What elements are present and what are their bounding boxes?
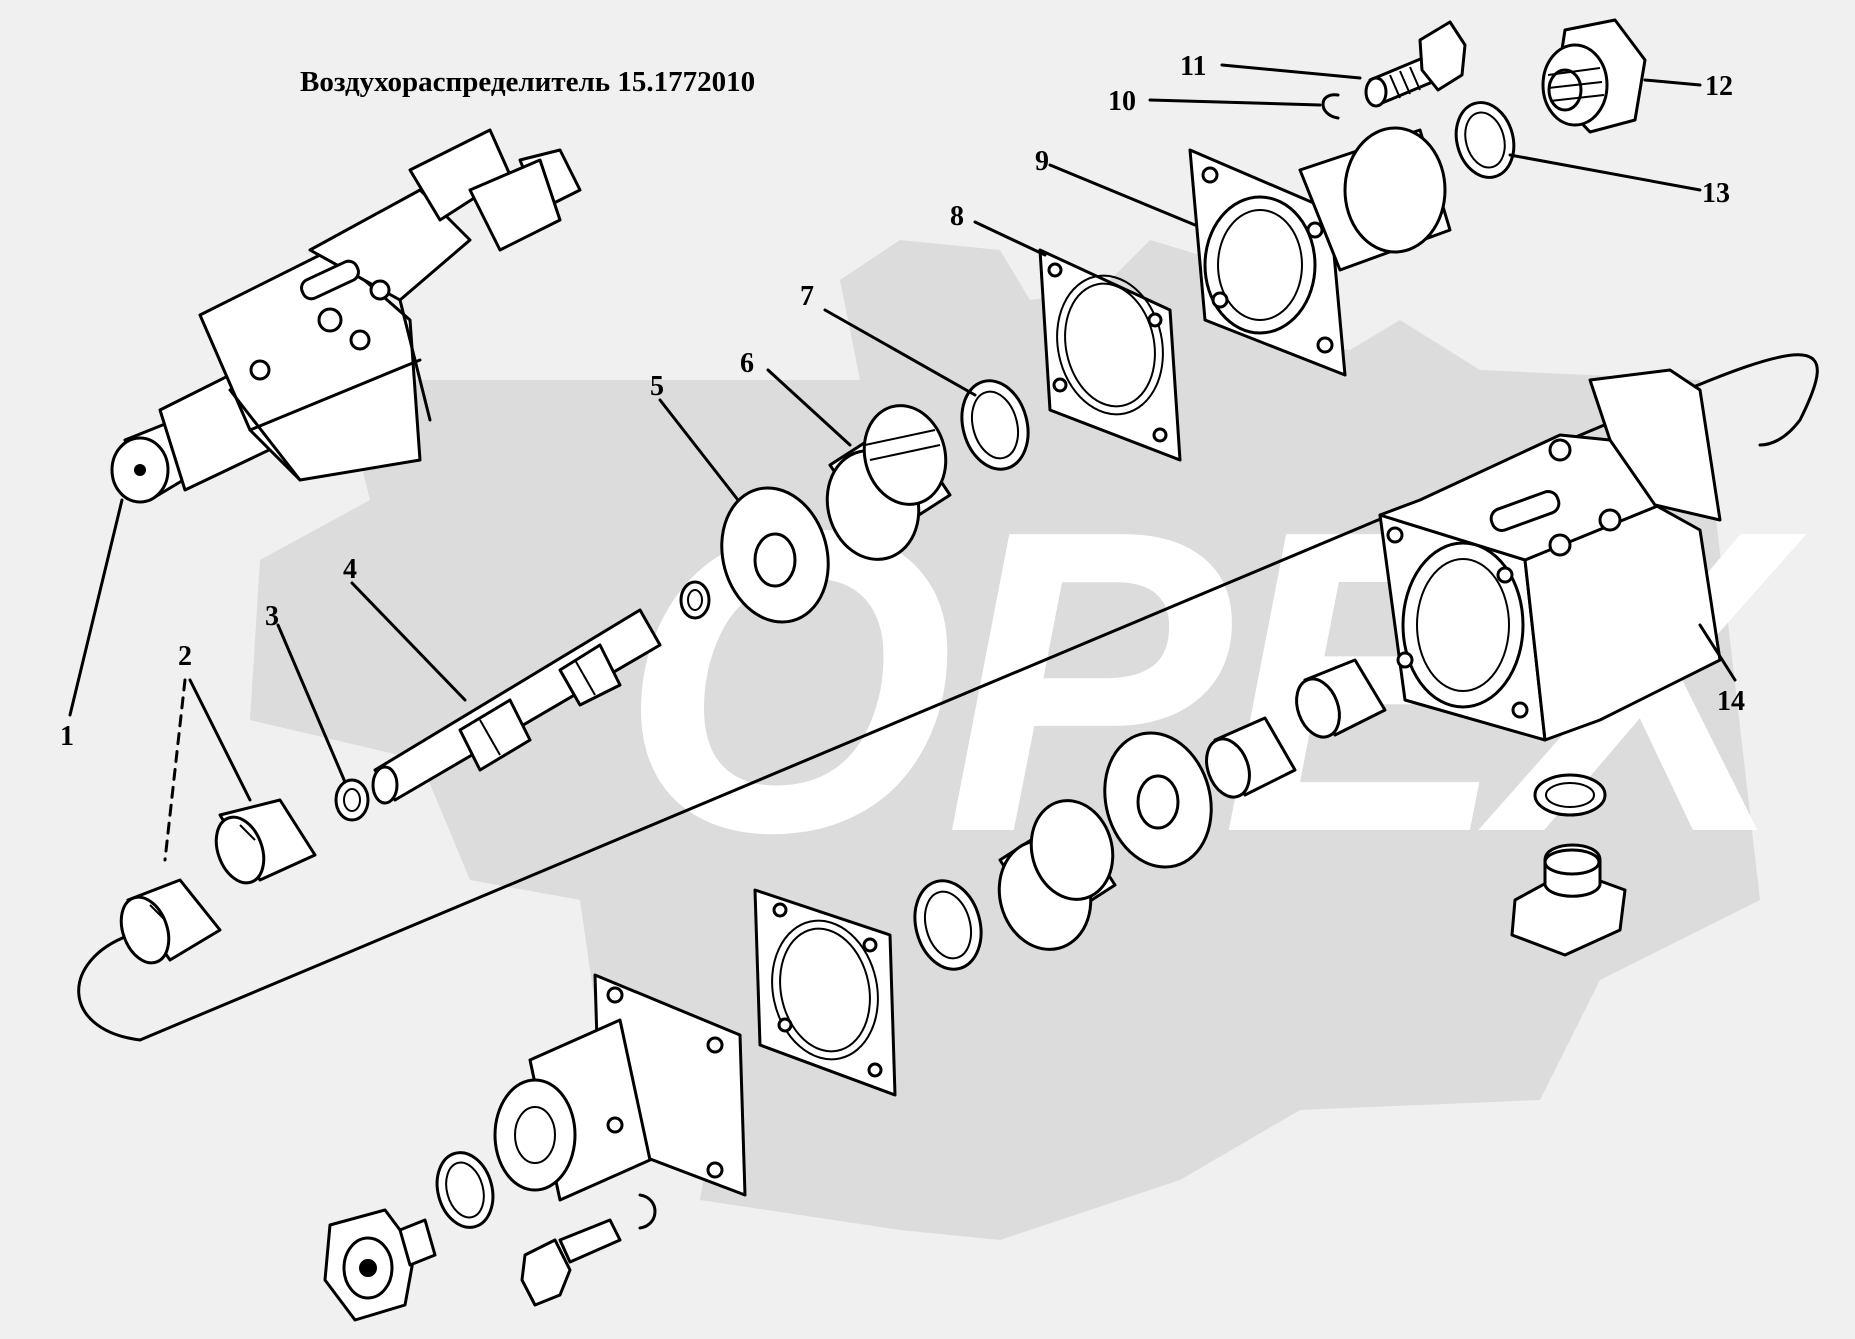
part-9-cover: [1188, 126, 1452, 377]
leader-line-3: [276, 623, 347, 784]
leader-line-7: [823, 308, 977, 397]
callout-5: 5: [650, 371, 664, 402]
leader-line-11: [1220, 63, 1362, 80]
lower-plug: [323, 1208, 437, 1322]
diagram-title: Воздухораспределитель 15.1772010: [300, 66, 756, 98]
part-11-bolt: [1364, 20, 1467, 108]
leader-line-13: [1508, 153, 1702, 192]
callout-1: 1: [60, 721, 74, 752]
callout-9: 9: [1035, 146, 1049, 177]
callout-12: 12: [1705, 71, 1733, 102]
leader-line-1: [68, 498, 124, 717]
callout-7: 7: [800, 281, 814, 312]
callout-4: 4: [343, 554, 357, 585]
callout-8: 8: [950, 201, 964, 232]
part-3-ring: [334, 778, 370, 822]
part-14-housing: [1378, 368, 1722, 742]
leader-line-12: [1643, 78, 1702, 87]
lower-bolt: [520, 1218, 622, 1307]
part-5-diaphragm: [720, 486, 830, 624]
assembly-boundary-line: [77, 353, 1819, 1042]
leader-line-6: [766, 368, 852, 447]
callout-6: 6: [740, 348, 754, 379]
part-4-rod: [371, 608, 662, 805]
callout-3: 3: [265, 601, 279, 632]
callout-14: 14: [1717, 686, 1745, 717]
leader-line-2b: [188, 678, 252, 802]
lower-piston: [997, 799, 1117, 951]
callout-13: 13: [1702, 178, 1730, 209]
callout-2: 2: [178, 641, 192, 672]
lower-gasket: [753, 888, 897, 1097]
lower-washer: [435, 1151, 495, 1229]
lower-valves: [1205, 658, 1387, 799]
callout-11: 11: [1180, 51, 1206, 82]
part-2-valves: [119, 798, 317, 965]
lower-o-ring: [913, 879, 983, 971]
lower-right-washer: [1533, 773, 1607, 817]
leader-line-8: [973, 220, 1047, 257]
leader-line-9: [1048, 163, 1197, 227]
small-washer: [679, 580, 711, 620]
callout-labels: 1 2 3 4 5 6 7 8 9 10 11 12 13 14: [60, 51, 1745, 752]
part-13-washer: [1454, 101, 1516, 179]
leader-line-10: [1148, 98, 1322, 107]
part-10-lock-ring: [1321, 93, 1340, 120]
lower-right-plug: [1510, 843, 1627, 957]
part-6-piston: [825, 404, 952, 561]
part-7-o-ring: [960, 379, 1030, 471]
leader-line-4: [350, 581, 467, 702]
leader-line-5: [658, 398, 740, 502]
lower-diaphragm: [1103, 731, 1213, 869]
leader-line-14: [1698, 623, 1737, 682]
leader-line-2: [163, 678, 187, 862]
part-12-plug: [1541, 18, 1647, 134]
callout-10: 10: [1108, 86, 1136, 117]
lower-cover: [493, 973, 747, 1202]
part-8-gasket: [1038, 248, 1182, 462]
part-1-assembled-distributor: [110, 128, 582, 504]
lower-lock-ring: [638, 1193, 657, 1230]
